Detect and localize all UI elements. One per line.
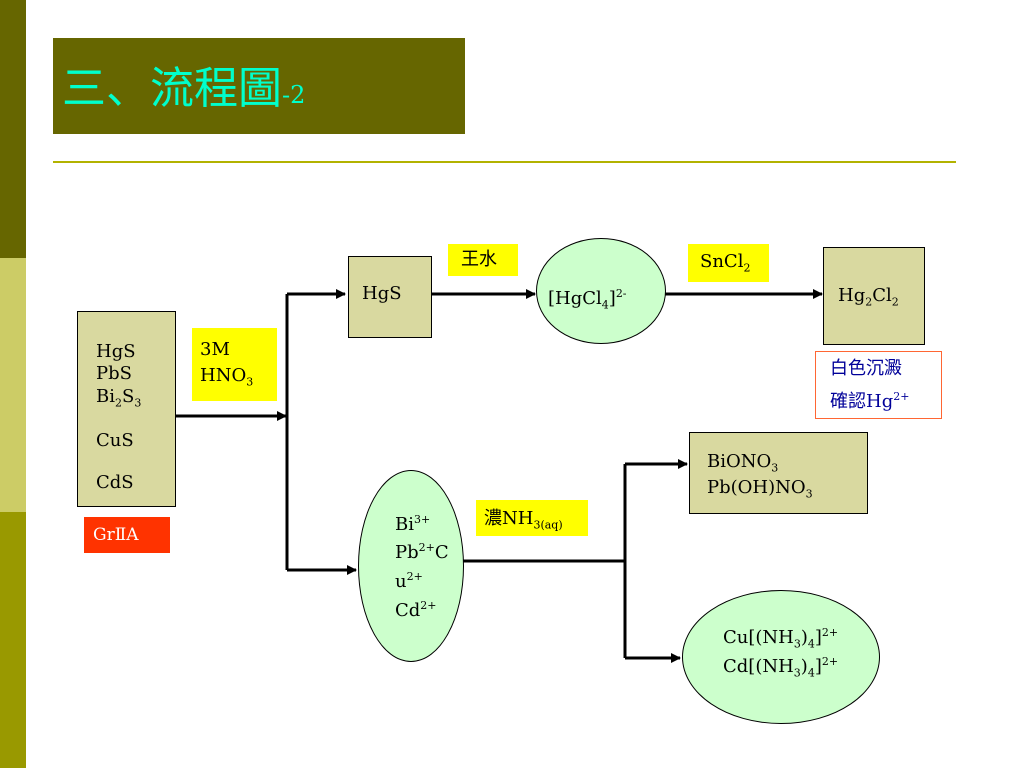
mixture-pbs: PbS xyxy=(96,363,132,384)
ion-u: u2+ xyxy=(395,570,423,592)
reagent-sncl2: SnCl2 xyxy=(700,251,751,275)
hgcl4-complex-ellipse xyxy=(536,238,666,344)
ammine-complex-ellipse xyxy=(682,590,880,724)
biono3-precipitate: BiONO3 xyxy=(707,451,779,475)
sidebar-decoration xyxy=(0,0,26,768)
confirmation-note-box xyxy=(815,351,942,419)
hg2cl2-precipitate-box xyxy=(823,247,925,345)
mixture-cus: CuS xyxy=(96,430,134,451)
group-label: GrⅡA xyxy=(93,525,139,545)
reagent-nh3-label xyxy=(476,500,588,536)
biono3-precipitate-box xyxy=(689,432,868,514)
title-banner xyxy=(53,38,465,134)
pboh-no3-precipitate: Pb(OH)NO3 xyxy=(707,477,813,501)
ion-pb-c: Pb2+C xyxy=(395,541,449,563)
slide-title: 三、流程圖-2 xyxy=(62,63,306,114)
mixture-cds: CdS xyxy=(96,472,134,493)
slide-title-suffix: -2 xyxy=(282,81,306,109)
hgs-residue: HgS xyxy=(362,283,402,304)
reagent-hno3-label xyxy=(192,328,277,401)
reagent-hno3-conc: 3M xyxy=(200,339,230,360)
ions-solution-ellipse xyxy=(358,470,464,662)
hgcl4-complex: [HgCl4]2- xyxy=(548,287,627,312)
hg2cl2-precipitate: Hg2Cl2 xyxy=(838,285,899,309)
confirmation-note-line1: 白色沉澱 xyxy=(830,358,902,379)
title-divider xyxy=(53,161,956,163)
ion-bi: Bi3+ xyxy=(395,513,431,535)
hgs-residue-box xyxy=(348,256,432,338)
confirmation-note-line2: 確認Hg2+ xyxy=(830,390,910,412)
cu-ammine-complex: Cu[(NH3)4]2+ xyxy=(723,626,839,651)
cd-ammine-complex: Cd[(NH3)4]2+ xyxy=(723,655,839,680)
reagent-sncl2-label xyxy=(688,244,769,282)
reagent-aqua-regia-label xyxy=(448,244,518,276)
sulfide-mixture-box xyxy=(77,311,176,507)
mixture-hgs: HgS xyxy=(96,341,136,362)
ion-cd: Cd2+ xyxy=(395,599,437,621)
reagent-aqua-regia: 王水 xyxy=(461,249,497,270)
reagent-nh3: 濃NH3(aq) xyxy=(484,508,563,532)
group-label-badge xyxy=(84,517,170,553)
mixture-bi2s3: Bi2S3 xyxy=(96,386,142,410)
reagent-hno3-formula: HNO3 xyxy=(200,365,254,389)
